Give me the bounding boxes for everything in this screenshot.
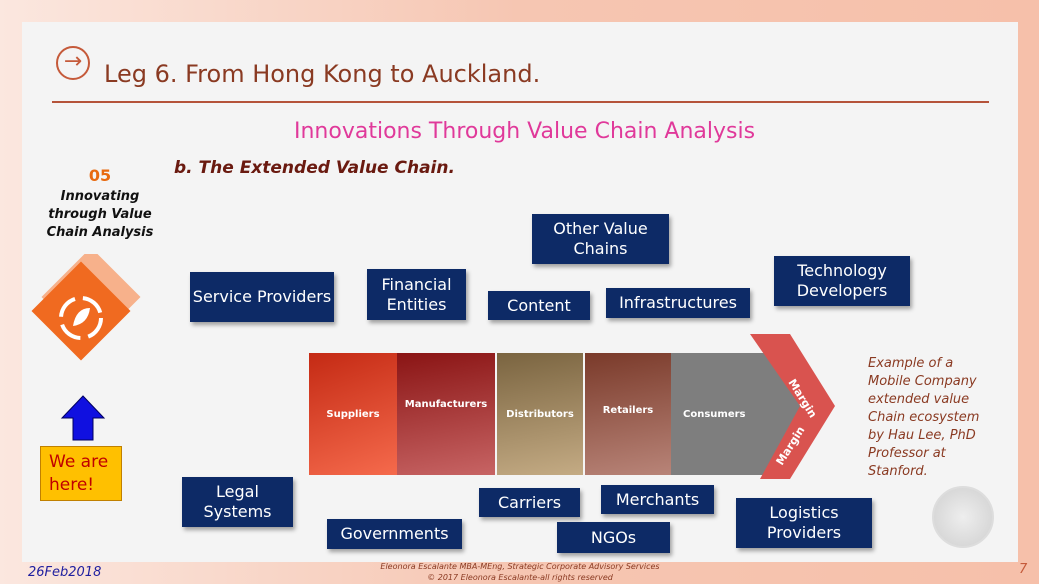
footer-credit-line1: Eleonora Escalante MBA-MEng, Strategic C… — [380, 562, 660, 571]
box-legal-systems: Legal Systems — [182, 477, 293, 527]
box-merchants: Merchants — [601, 485, 714, 514]
box-carriers: Carriers — [479, 488, 580, 517]
section-number: 05 — [88, 166, 112, 185]
consumer-arrow-shape: Margin Margin — [671, 334, 835, 479]
title-divider — [52, 101, 989, 103]
box-other-value-chains: Other Value Chains — [532, 214, 669, 264]
page-number: 7 — [1019, 562, 1028, 577]
page-title: Leg 6. From Hong Kong to Auckland. — [104, 60, 541, 88]
box-ngos: NGOs — [557, 522, 670, 553]
box-financial-entities: Financial Entities — [367, 269, 466, 320]
cycle-leaf-icon — [31, 254, 141, 361]
section-heading: b. The Extended Value Chain. — [174, 158, 455, 178]
footer-credit-line2: © 2017 Eleonora Escalante-all rights res… — [427, 573, 613, 582]
box-content: Content — [488, 291, 590, 320]
section-label: Innovating through Value Chain Analysis — [46, 189, 154, 240]
chain-manufacturers: Manufacturers — [397, 353, 495, 475]
seal-logo — [932, 486, 994, 548]
chain-consumers: Consumers — [683, 408, 746, 420]
box-infrastructures: Infrastructures — [606, 288, 750, 318]
chain-suppliers: Suppliers — [309, 353, 397, 475]
chain-distributors: Distributors — [497, 353, 583, 475]
up-arrow-icon — [60, 395, 106, 441]
source-note: Example of a Mobile Company extended val… — [868, 356, 980, 479]
footer-date: 26Feb2018 — [28, 565, 102, 580]
box-governments: Governments — [327, 519, 462, 549]
arrow-right-circle-icon: → — [56, 46, 90, 80]
subtitle: Innovations Through Value Chain Analysis — [294, 119, 756, 144]
box-service-providers: Service Providers — [190, 272, 334, 322]
chain-retailers: Retailers — [585, 353, 671, 475]
box-logistics-providers: Logistics Providers — [736, 498, 872, 548]
footer-credits: Eleonora Escalante MBA-MEng, Strategic C… — [300, 561, 740, 583]
we-are-here-badge: We are here! — [40, 446, 122, 501]
box-technology-developers: Technology Developers — [774, 256, 910, 306]
